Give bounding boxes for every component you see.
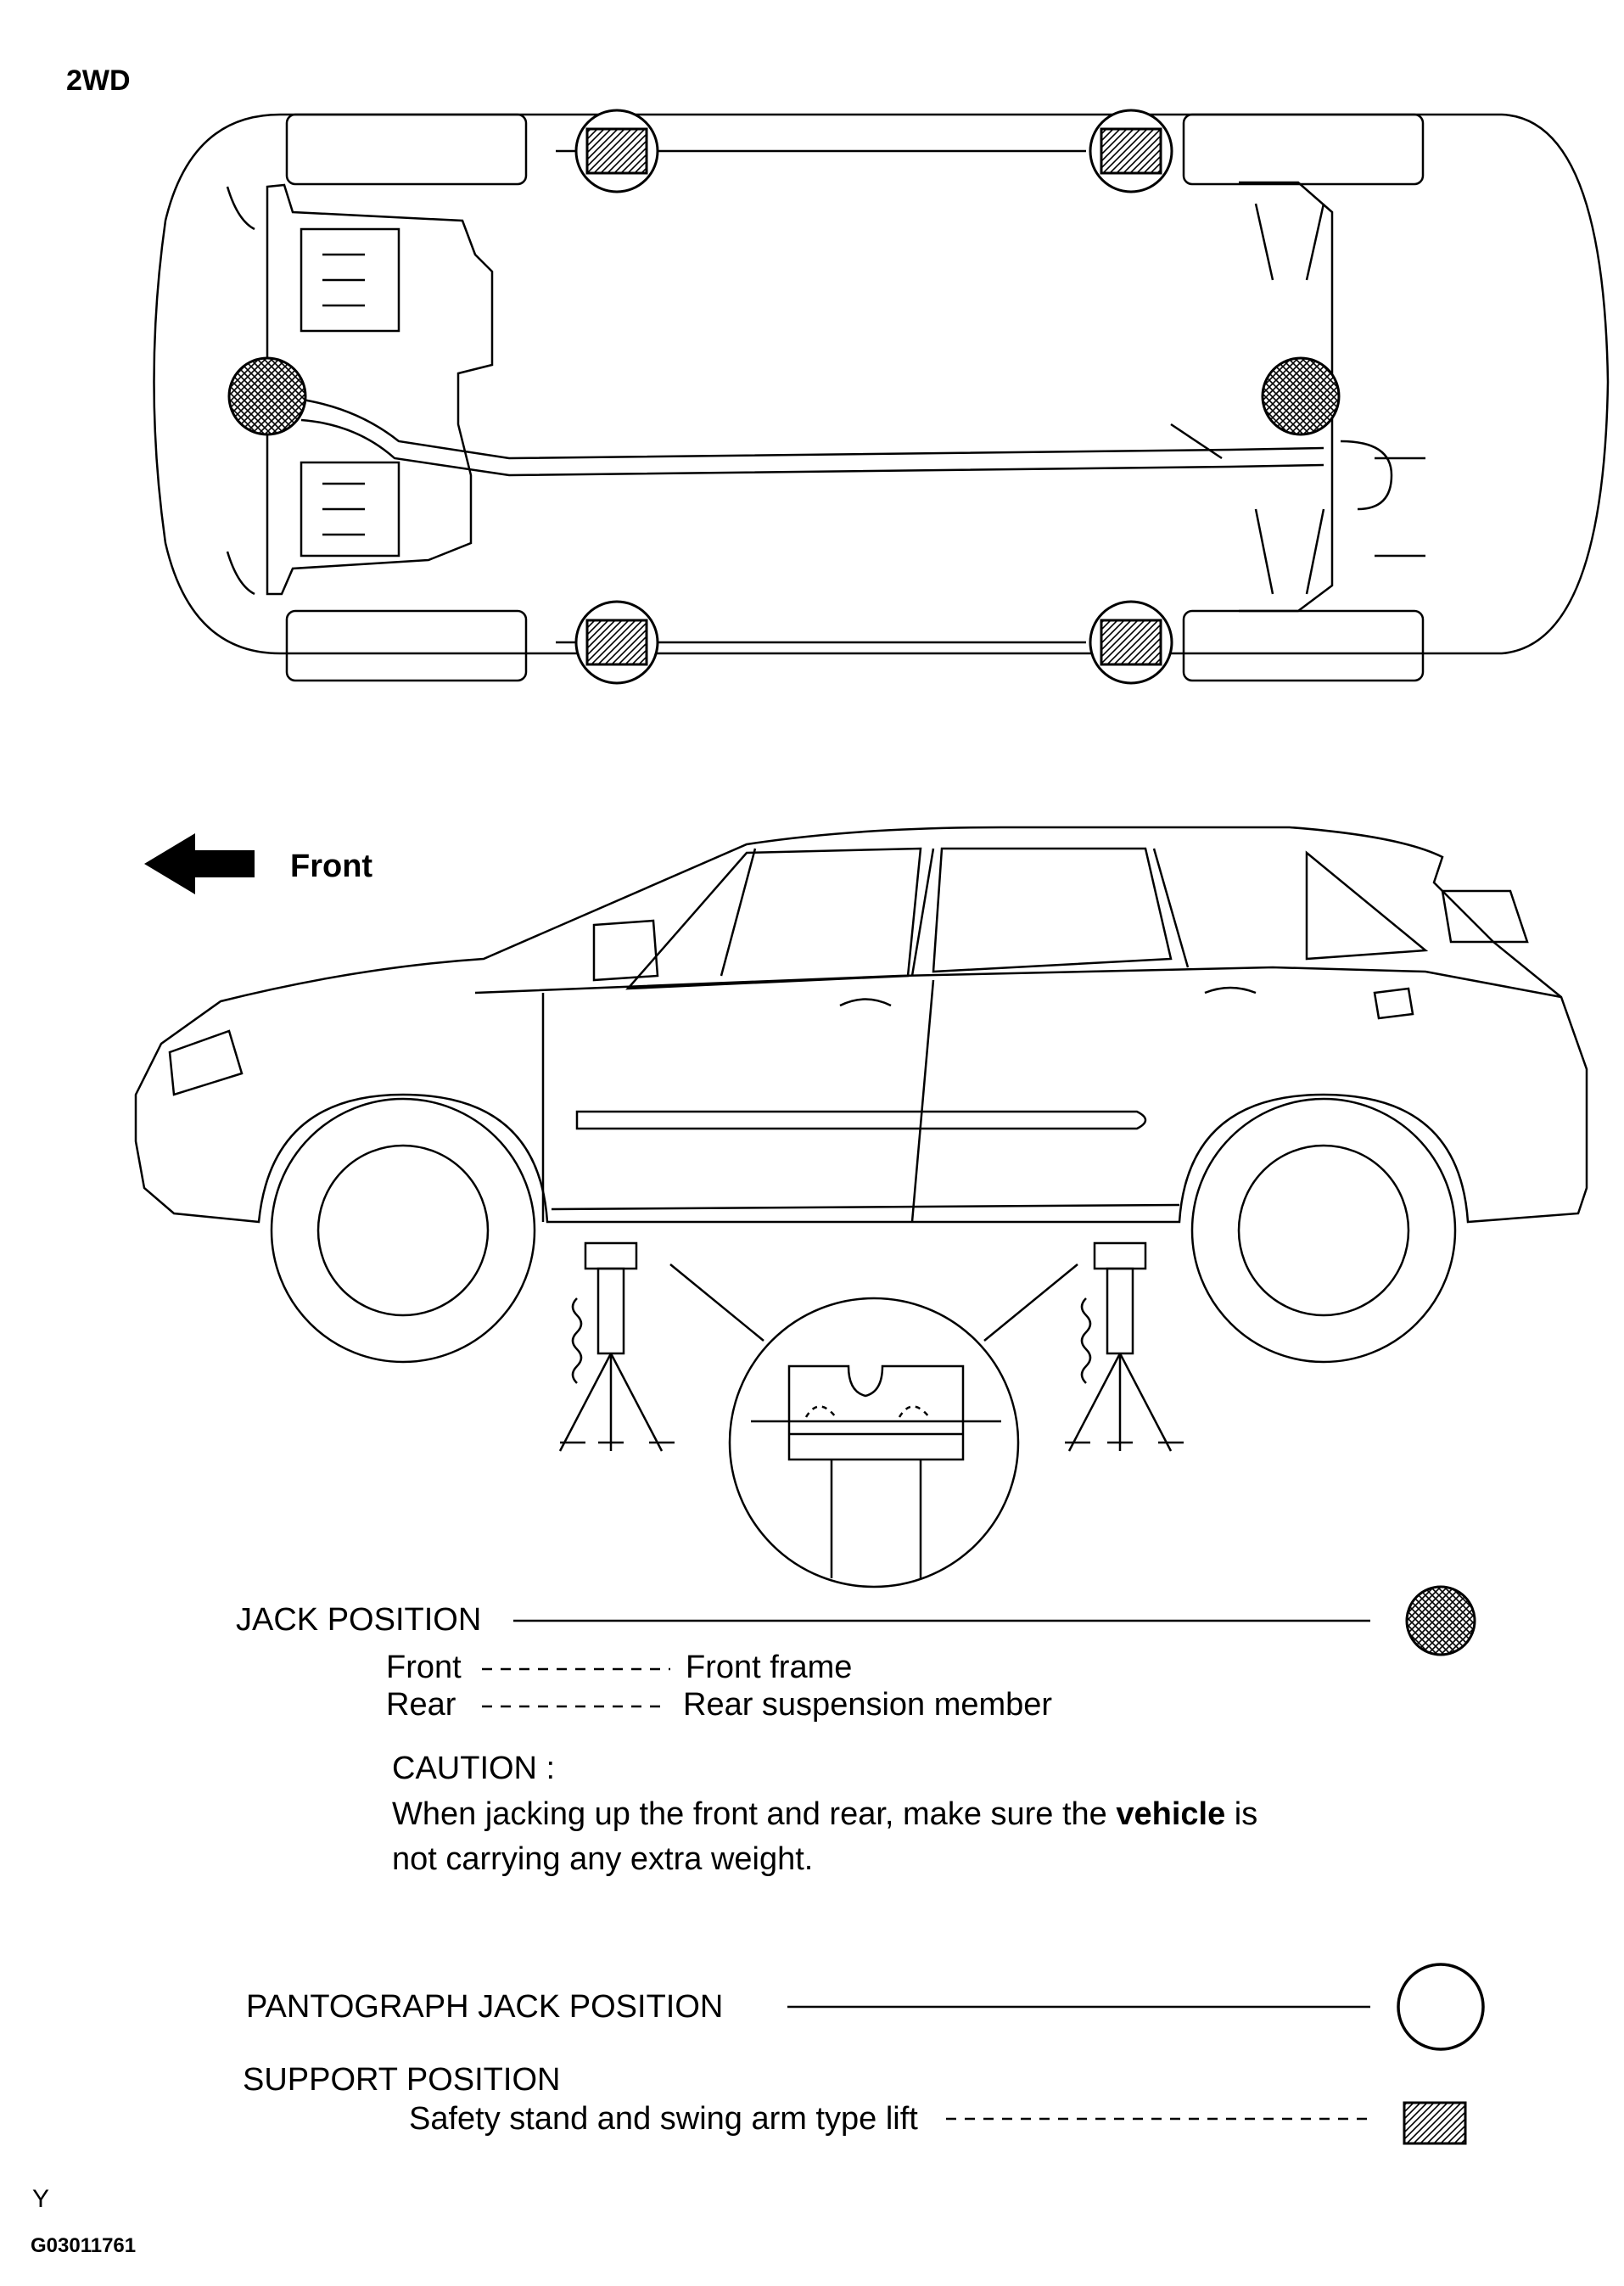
- vehicle-side-view: [134, 826, 1588, 1364]
- support-position-markers: [574, 109, 1173, 685]
- front-direction-label: Front: [290, 849, 373, 884]
- jack-front-what: Front frame: [686, 1650, 853, 1685]
- front-left-wheel: [285, 113, 528, 186]
- rear-right-wheel: [1182, 609, 1425, 682]
- safety-stand-front: [558, 1241, 675, 1452]
- jack-rear-where: Rear: [386, 1687, 456, 1723]
- jack-rear-what: Rear suspension member: [683, 1687, 1053, 1723]
- hatched-square-icon: [1403, 2101, 1467, 2145]
- jack-position-title: JACK POSITION: [236, 1602, 482, 1638]
- support-detail: Safety stand and swing arm type lift: [409, 2101, 918, 2137]
- orientation-mark: Y: [32, 2185, 50, 2213]
- support-detail-callout: [669, 1263, 1078, 1588]
- underbody-top-view: [153, 113, 1610, 682]
- pantograph-title: PANTOGRAPH JACK POSITION: [246, 1989, 724, 2025]
- legend-dashes: [482, 1667, 1370, 2121]
- front-right-wheel: [285, 609, 528, 682]
- open-circle-icon: [1397, 1963, 1485, 2051]
- safety-stand-rear: [1065, 1241, 1184, 1452]
- rear-left-wheel: [1182, 113, 1425, 186]
- caution-text-emphasis: vehicle: [1116, 1796, 1226, 1832]
- jack-position-markers: [227, 356, 1341, 436]
- figure-code: G03011761: [31, 2234, 137, 2257]
- legend-leaders: [513, 1619, 1370, 2009]
- caution-line-2: not carrying any extra weight.: [392, 1841, 814, 1877]
- arrow-left-icon: [144, 833, 255, 894]
- support-title: SUPPORT POSITION: [243, 2062, 561, 2098]
- drive-type-label: 2WD: [66, 64, 131, 97]
- caution-text-end: is: [1225, 1796, 1258, 1832]
- caution-line-1: When jacking up the front and rear, make…: [392, 1796, 1257, 1833]
- caution-title: CAUTION :: [392, 1751, 556, 1786]
- crosshatched-circle-icon: [1405, 1585, 1476, 1656]
- jack-front-where: Front: [386, 1650, 462, 1685]
- caution-text-start: When jacking up the front and rear, make…: [392, 1796, 1117, 1832]
